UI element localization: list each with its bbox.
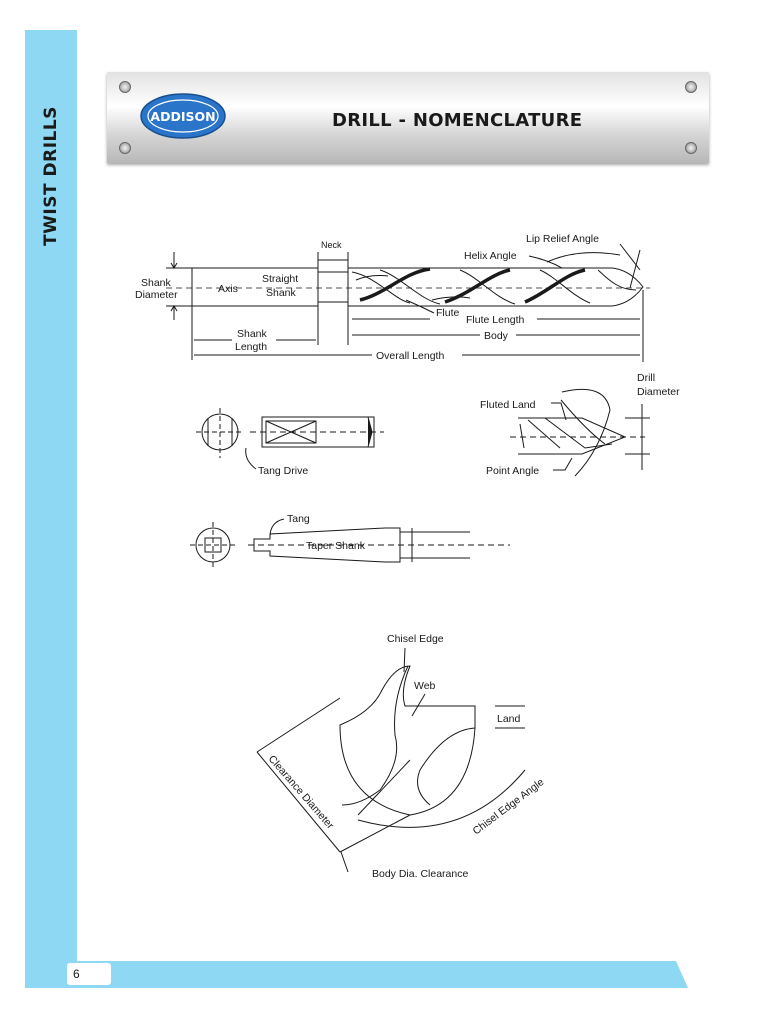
- addison-logo: ADDISON: [140, 93, 226, 139]
- drill-point-outline: [518, 417, 627, 455]
- label-tang: Tang: [287, 513, 310, 525]
- label-shank-diameter-1: Shank: [141, 277, 172, 289]
- label-flute-length: Flute Length: [466, 314, 525, 326]
- label-flute: Flute: [436, 307, 460, 319]
- label-taper-shank: Taper Shank: [306, 540, 366, 552]
- screw-icon: [119, 81, 131, 93]
- label-overall-length: Overall Length: [376, 350, 444, 362]
- screw-icon: [685, 81, 697, 93]
- label-point-angle: Point Angle: [486, 465, 539, 477]
- label-axis: Axis: [218, 283, 238, 295]
- side-accent-strip: [25, 30, 77, 988]
- header-banner: ADDISON DRILL - NOMENCLATURE: [107, 72, 709, 163]
- label-shank-diameter-2: Diameter: [135, 289, 178, 301]
- label-chisel-edge: Chisel Edge: [387, 633, 444, 645]
- neck: [317, 271, 349, 303]
- straight-shank: [191, 267, 319, 307]
- label-body-dia-clearance: Body Dia. Clearance: [372, 868, 468, 880]
- label-clearance-diameter: Clearance Diameter: [266, 753, 337, 832]
- label-straight-shank-2: Shank: [266, 287, 297, 299]
- label-chisel-edge-angle: Chisel Edge Angle: [471, 776, 547, 837]
- label-tang-drive: Tang Drive: [258, 465, 308, 477]
- label-lip-relief-angle: Lip Relief Angle: [526, 233, 599, 245]
- screw-icon: [685, 142, 697, 154]
- label-drill-diameter-2: Diameter: [637, 386, 680, 398]
- label-land: Land: [497, 713, 521, 725]
- screw-icon: [119, 142, 131, 154]
- label-straight-shank-1: Straight: [262, 273, 298, 285]
- label-web: Web: [414, 680, 436, 692]
- label-body: Body: [484, 330, 509, 342]
- page-title: DRILL - NOMENCLATURE: [332, 110, 583, 131]
- label-fluted-land: Fluted Land: [480, 399, 536, 411]
- label-neck: Neck: [321, 240, 342, 250]
- footer-bar: [60, 961, 688, 988]
- page-number: 6: [67, 963, 111, 985]
- label-shank-length-1: Shank: [237, 328, 268, 340]
- label-shank-length-2: Length: [235, 341, 267, 353]
- logo-text: ADDISON: [150, 109, 215, 124]
- drill-body-outline: [347, 267, 644, 307]
- label-helix-angle: Helix Angle: [464, 250, 517, 262]
- drill-cross-section: [339, 665, 476, 816]
- label-drill-diameter-1: Drill: [637, 372, 655, 384]
